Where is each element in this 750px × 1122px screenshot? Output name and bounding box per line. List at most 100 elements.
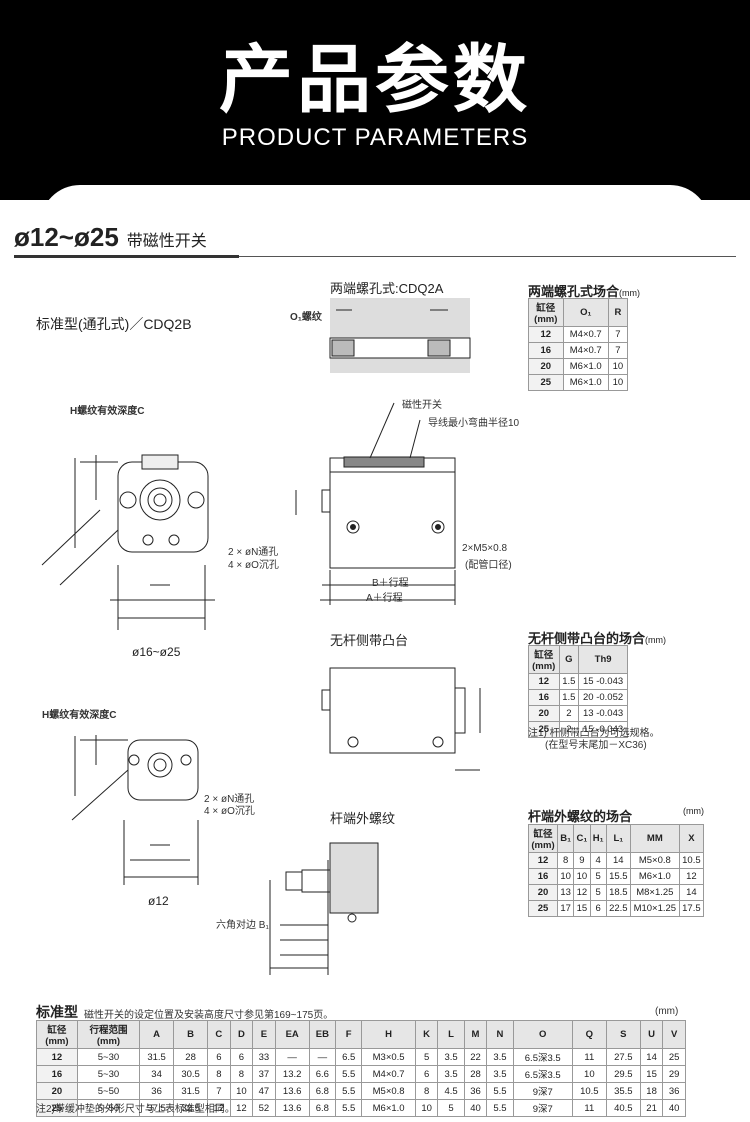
table-cell: 5.5 [335, 1065, 363, 1083]
table-cell: 3.5 [437, 1065, 465, 1083]
table-cell: 7 [607, 326, 629, 343]
table-cell: 1.5 [558, 673, 580, 690]
table-cell: 10 [571, 1065, 607, 1083]
table-cell: 8 [229, 1065, 254, 1083]
table-cell: 20 -0.052 [578, 689, 628, 706]
table-header: O₁ [562, 298, 609, 327]
table-header: H₁ [589, 824, 607, 853]
table-header: M [463, 1020, 488, 1049]
table-header: N [486, 1020, 514, 1049]
page-subtitle: PRODUCT PARAMETERS [221, 124, 529, 151]
table-cell: 5~50 [76, 1099, 141, 1117]
table-header: 行程范围(mm) [76, 1020, 141, 1049]
table-header: F [335, 1020, 363, 1049]
table-cell: 8 [557, 852, 575, 869]
table-cell: 28 [463, 1065, 488, 1083]
table-header: EA [274, 1020, 310, 1049]
table-header: MM [629, 824, 680, 853]
table-cell: 5.5 [335, 1082, 363, 1100]
table-cell: M4×0.7 [562, 326, 609, 343]
table-cell: 10 [607, 374, 629, 391]
table-header: C₁ [573, 824, 591, 853]
port-label: 2×M5×0.8 [462, 543, 508, 554]
table-cell: 6.5 [335, 1048, 363, 1066]
table-cell: 14 [678, 884, 705, 901]
table-cell: 14 [605, 852, 631, 869]
table-cell: 8 [207, 1065, 231, 1083]
table-header: B [173, 1020, 209, 1049]
table-cell: 6 [207, 1048, 231, 1066]
table-cell: 15 -0.043 [578, 721, 628, 738]
table-cell: 11 [571, 1099, 607, 1117]
rod-thread-title: 杆端外螺纹 [330, 811, 396, 826]
table-header: O [512, 1020, 573, 1049]
table-cell: 33 [252, 1048, 276, 1066]
table-cell: 15 -0.043 [578, 673, 628, 690]
table-cell: 16 [528, 342, 564, 359]
size-label-big: ø16~ø25 [132, 645, 181, 659]
table-cell: 15 [573, 900, 591, 917]
table-cell: 3.5 [486, 1065, 514, 1083]
table-cell: 35.5 [605, 1082, 641, 1100]
both-end-table-title: 两端螺孔式场合(mm) [528, 284, 641, 299]
hex-label: 六角对边 B₁ [216, 920, 269, 931]
table-cell: 22 [463, 1048, 488, 1066]
table-header: Th9 [578, 645, 628, 674]
header-banner: 产品参数 PRODUCT PARAMETERS [0, 0, 750, 200]
table-header: C [207, 1020, 231, 1049]
table-cell: 28 [173, 1048, 209, 1066]
table-cell: 13 [557, 884, 575, 901]
table-cell: 6.8 [308, 1099, 337, 1117]
table-cell: M5×0.8 [361, 1082, 416, 1100]
table-cell: 5 [437, 1099, 465, 1117]
table-cell: 15.5 [605, 868, 631, 885]
standard-type-label: 标准型(通孔式)／CDQ2B [36, 316, 192, 332]
table-cell: 9深7 [512, 1082, 573, 1100]
table-cell: 6.8 [308, 1082, 337, 1100]
table-cell: 5.5 [335, 1099, 363, 1117]
b-stroke-label: B＋行程 [372, 578, 409, 589]
table-cell: M6×1.0 [629, 868, 680, 885]
standard-unit: (mm) [655, 1006, 679, 1017]
table-cell: — [274, 1048, 310, 1066]
page-title: 产品参数 [219, 38, 531, 121]
table-header: EB [308, 1020, 337, 1049]
table-cell: 11 [571, 1048, 607, 1066]
standard-note: 注2)带缓冲垫的外形尺寸与上表标准型相同。 [36, 1104, 235, 1115]
table-cell: 16 [36, 1065, 78, 1083]
table-cell: 6.5深3.5 [512, 1065, 573, 1083]
table-cell: 5.5 [486, 1099, 514, 1117]
table-header: E [252, 1020, 276, 1049]
table-cell: M5×0.8 [629, 852, 680, 869]
boss-title: 无杆侧带凸台 [330, 633, 409, 648]
table-cell: 3.5 [437, 1048, 465, 1066]
standard-title: 标准型 [36, 1004, 78, 1020]
table-cell: M10×1.25 [629, 900, 680, 917]
table-cell: 5 [414, 1048, 439, 1066]
table-cell: 8 [414, 1082, 439, 1100]
table-cell: 21 [639, 1099, 664, 1117]
table-cell: 32.5 [173, 1099, 209, 1117]
table-cell: M6×1.0 [361, 1099, 416, 1117]
table-header: B₁ [557, 824, 575, 853]
table-cell: 40 [463, 1099, 488, 1117]
table-header: 缸径(mm) [527, 824, 559, 853]
table-header: K [414, 1020, 439, 1049]
section-rule-thin [239, 256, 736, 257]
boss-note-2: (在型号末尾加－XC36) [545, 740, 647, 751]
table-cell: 20 [527, 884, 559, 901]
table-cell: 20 [528, 358, 564, 375]
table-cell: 40.5 [605, 1099, 641, 1117]
a-stroke-label: A＋行程 [366, 593, 403, 604]
table-cell: 16 [527, 868, 559, 885]
